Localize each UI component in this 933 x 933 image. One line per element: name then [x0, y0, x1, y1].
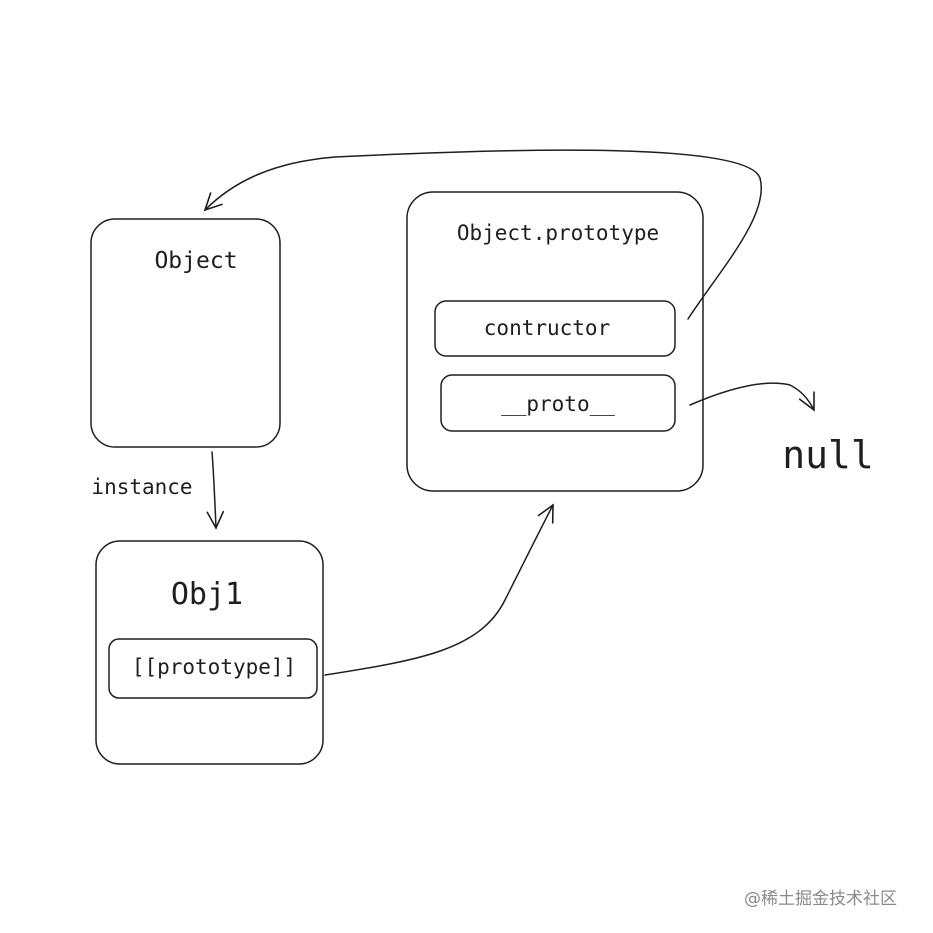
- obj1-label: Obj1: [171, 577, 243, 612]
- object-prototype-label: Object.prototype: [457, 221, 659, 245]
- object-prototype-box[interactable]: [406, 191, 704, 492]
- prototype-field-box[interactable]: [108, 638, 318, 699]
- constructor-to-object-arrow: [203, 149, 763, 320]
- constructor-field-box[interactable]: [434, 300, 676, 357]
- instance-edge-label: instance: [91, 475, 192, 499]
- proto-field-label: __proto__: [501, 392, 615, 416]
- proto-field-box[interactable]: [440, 374, 676, 432]
- constructor-field-label: contructor: [484, 316, 610, 340]
- prototype-field-label: [[prototype]]: [132, 655, 296, 679]
- object-box[interactable]: [90, 218, 281, 448]
- prototype-to-object-prototype-arrow: [324, 503, 554, 676]
- object-label: Object: [154, 248, 237, 274]
- null-label: null: [782, 433, 874, 477]
- instance-arrow: [206, 451, 225, 530]
- proto-to-null-arrow: [689, 382, 815, 412]
- obj1-box[interactable]: [95, 540, 324, 765]
- watermark: @稀土掘金技术社区: [744, 889, 897, 909]
